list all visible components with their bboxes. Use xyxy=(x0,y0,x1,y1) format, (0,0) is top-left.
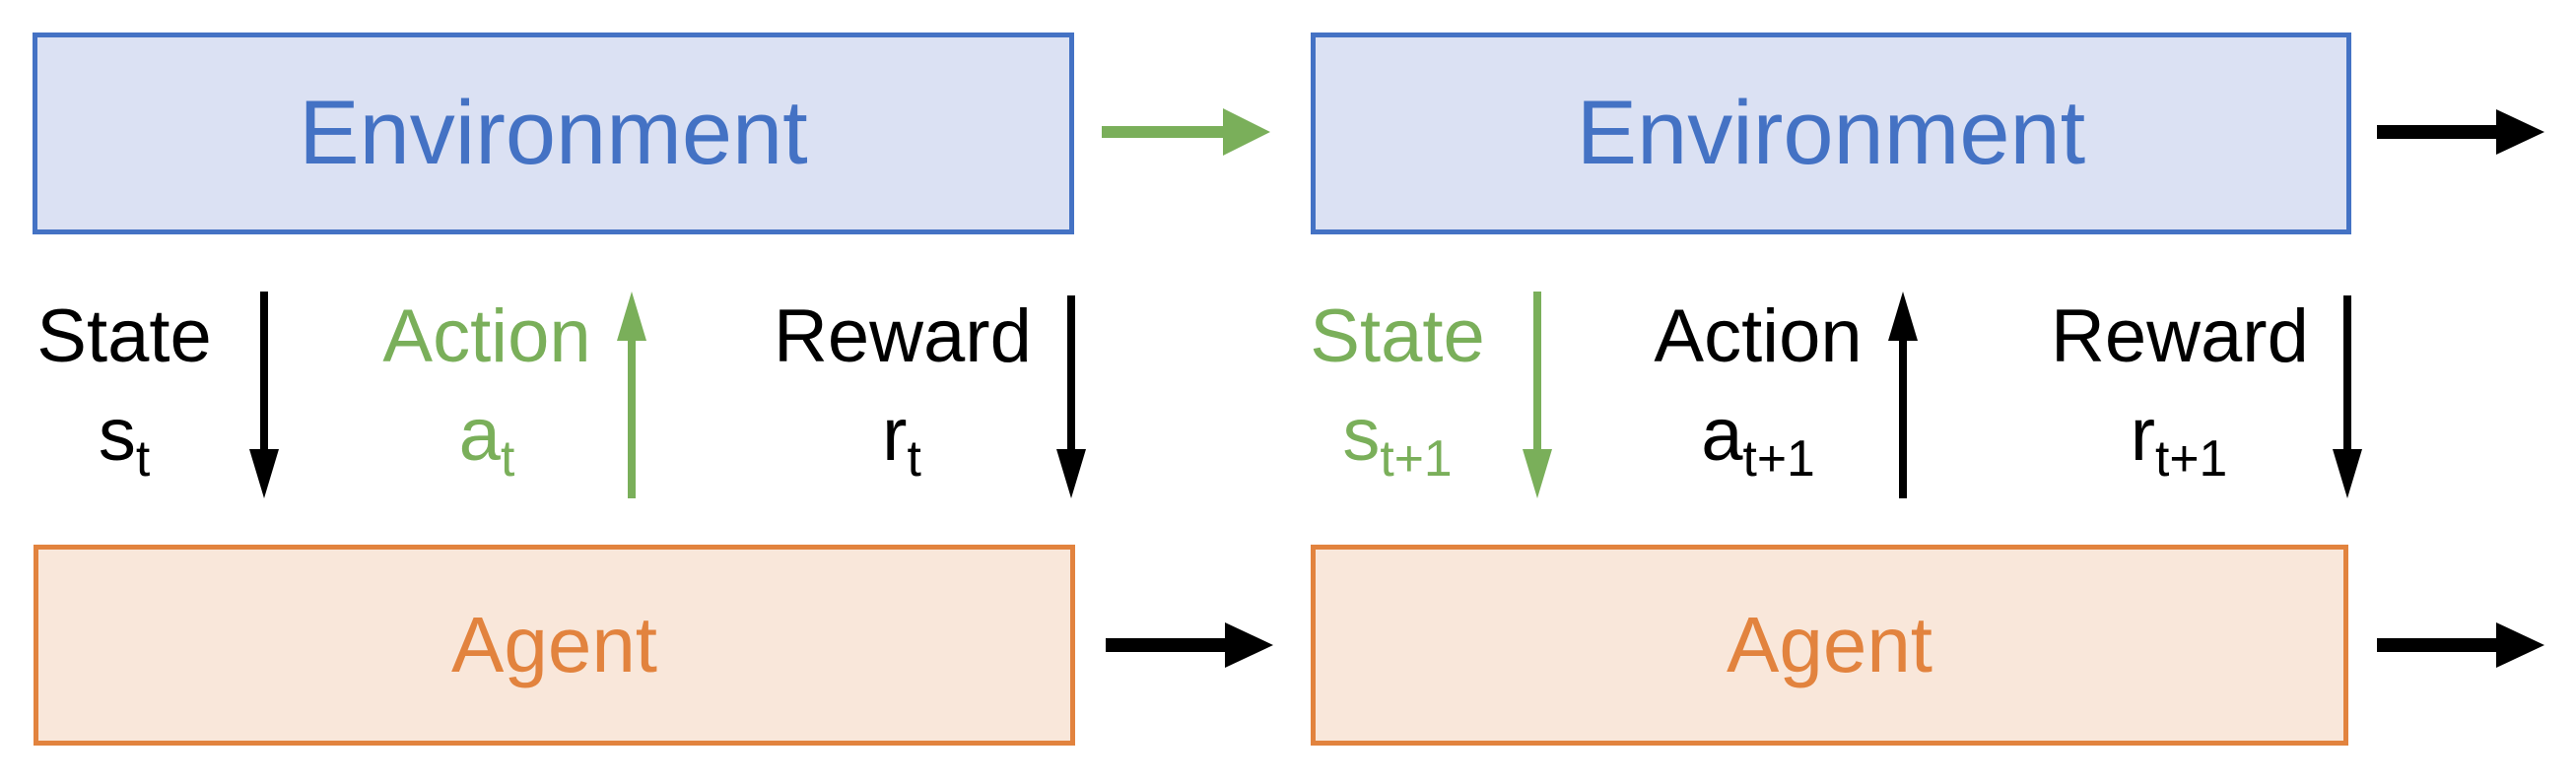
action-t-up-arrow-icon xyxy=(617,292,646,498)
state-signal-t: State st xyxy=(0,288,252,485)
agent-box-t1: Agent xyxy=(1311,545,2348,746)
environment-label-t1: Environment xyxy=(1576,83,2086,183)
reward-symbol-t1: rt+1 xyxy=(2130,393,2228,488)
reward-t-down-arrow-icon xyxy=(1056,295,1086,498)
action-symbol-t: at xyxy=(458,393,515,488)
environment-label-t: Environment xyxy=(299,83,808,183)
state-t1-down-arrow-icon xyxy=(1523,292,1552,498)
reward-signal-t: Reward rt xyxy=(774,288,1032,488)
reward-signal-t1: Reward rt+1 xyxy=(2051,288,2309,488)
reward-t1-down-arrow-icon xyxy=(2333,295,2362,498)
env-t1-output-right-arrow-icon xyxy=(2377,109,2544,155)
state-symbol-t1: st+1 xyxy=(1342,393,1453,488)
action-symbol-t1: at+1 xyxy=(1701,393,1815,488)
action-signal-t: Action at xyxy=(359,288,615,485)
action-label-t1: Action xyxy=(1654,294,1863,378)
state-symbol-t: st xyxy=(98,393,151,488)
agent-label-t: Agent xyxy=(450,601,658,688)
action-signal-t1: Action at+1 xyxy=(1630,288,1886,485)
action-label-t: Action xyxy=(382,294,591,378)
action-t1-up-arrow-icon xyxy=(1888,292,1918,498)
agent-to-agent-right-arrow-icon xyxy=(1106,622,1273,668)
agent-box-t: Agent xyxy=(34,545,1075,746)
reward-symbol-t: rt xyxy=(882,393,921,488)
agent-t1-output-right-arrow-icon xyxy=(2377,622,2544,668)
environment-box-t1: Environment xyxy=(1311,33,2351,234)
state-signal-t1: State st+1 xyxy=(1269,288,1525,485)
reward-label-t1: Reward xyxy=(2051,294,2309,378)
state-label-t: State xyxy=(36,294,212,378)
environment-box-t: Environment xyxy=(33,33,1074,234)
state-t-down-arrow-icon xyxy=(249,292,279,498)
agent-label-t1: Agent xyxy=(1726,601,1933,688)
env-to-env-right-arrow-icon xyxy=(1102,108,1270,156)
state-label-t1: State xyxy=(1310,294,1485,378)
reward-label-t: Reward xyxy=(774,294,1032,378)
